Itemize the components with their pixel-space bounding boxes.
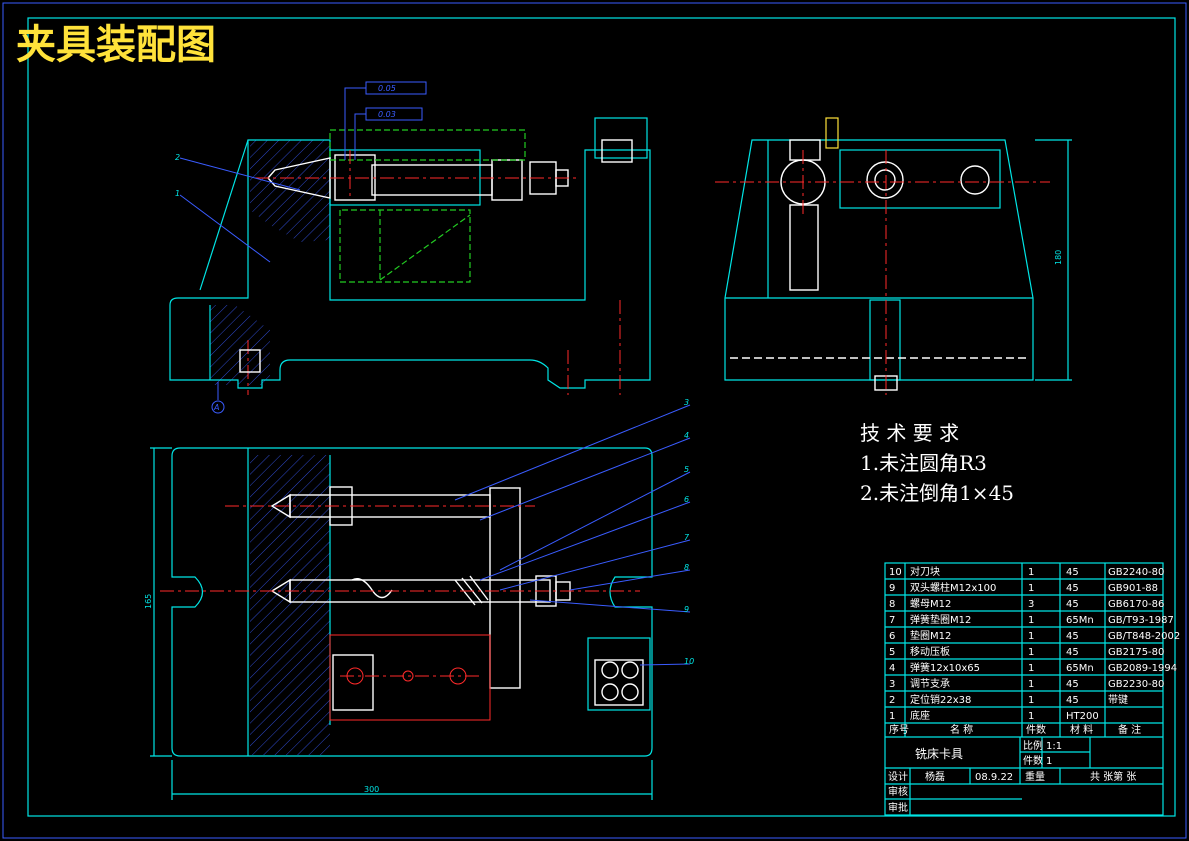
svg-text:1: 1 <box>1046 756 1052 767</box>
svg-text:8: 8 <box>684 563 689 572</box>
parts-cell-qty: 1 <box>1028 679 1034 690</box>
parts-cell-material: 45 <box>1066 695 1079 706</box>
parts-cell-name: 底座 <box>910 709 930 722</box>
parts-cell-qty: 1 <box>1028 631 1034 642</box>
svg-text:重量: 重量 <box>1025 770 1045 783</box>
parts-cell-name: 对刀块 <box>910 565 940 578</box>
plan-view: 3 4 5 6 7 8 9 10 165 300 <box>144 398 694 800</box>
parts-cell-note: GB2240-80 <box>1108 567 1164 578</box>
parts-cell-name: 移动压板 <box>910 645 950 658</box>
svg-text:300: 300 <box>364 785 379 794</box>
parts-cell-material: 65Mn <box>1066 615 1094 626</box>
parts-cell-no: 4 <box>889 663 895 674</box>
parts-cell-note: GB/T848-2002 <box>1108 631 1180 642</box>
svg-text:0.03: 0.03 <box>378 110 396 119</box>
parts-cell-qty: 1 <box>1028 567 1034 578</box>
parts-cell-material: 45 <box>1066 631 1079 642</box>
svg-text:设计: 设计 <box>888 770 908 783</box>
svg-text:2: 2 <box>175 153 180 162</box>
svg-text:4: 4 <box>684 431 689 440</box>
front-view: 0.05 0.03 2 1 A <box>169 81 651 414</box>
svg-text:7: 7 <box>684 533 690 542</box>
parts-cell-no: 5 <box>889 647 895 658</box>
side-view: 180 <box>715 117 1072 395</box>
parts-cell-note: GB2230-80 <box>1108 679 1164 690</box>
parts-cell-qty: 1 <box>1028 711 1034 722</box>
svg-text:6: 6 <box>684 495 689 504</box>
svg-text:1.未注圆角R3: 1.未注圆角R3 <box>860 451 987 475</box>
svg-text:杨磊: 杨磊 <box>925 770 945 783</box>
parts-cell-note: GB901-88 <box>1108 583 1158 594</box>
parts-cell-no: 9 <box>889 583 895 594</box>
svg-text:技 术 要 求: 技 术 要 求 <box>860 421 959 445</box>
parts-cell-material: 45 <box>1066 647 1079 658</box>
parts-cell-no: 8 <box>889 599 895 610</box>
drawing-title: 夹具装配图 <box>16 21 216 68</box>
svg-text:件数: 件数 <box>1026 723 1046 736</box>
parts-cell-qty: 1 <box>1028 615 1034 626</box>
parts-cell-name: 螺母M12 <box>910 598 951 610</box>
parts-cell-material: 45 <box>1066 583 1079 594</box>
parts-cell-note: GB6170-86 <box>1108 599 1164 610</box>
svg-text:9: 9 <box>684 605 689 614</box>
svg-text:共 张第 张: 共 张第 张 <box>1090 770 1136 783</box>
parts-cell-qty: 1 <box>1028 647 1034 658</box>
parts-cell-qty: 1 <box>1028 583 1034 594</box>
svg-text:件数: 件数 <box>1023 754 1043 767</box>
parts-cell-material: 45 <box>1066 567 1079 578</box>
svg-text:审核: 审核 <box>888 785 908 798</box>
parts-cell-material: 65Mn <box>1066 663 1094 674</box>
parts-cell-no: 10 <box>889 567 902 578</box>
svg-text:5: 5 <box>684 465 689 474</box>
svg-text:3: 3 <box>684 398 689 407</box>
svg-text:铣床卡具: 铣床卡具 <box>915 747 963 761</box>
svg-text:序号: 序号 <box>889 723 909 736</box>
parts-cell-no: 3 <box>889 679 895 690</box>
parts-cell-no: 6 <box>889 631 895 642</box>
svg-text:08.9.22: 08.9.22 <box>975 772 1013 783</box>
parts-cell-material: HT200 <box>1066 711 1099 722</box>
svg-text:1: 1 <box>175 189 180 198</box>
parts-cell-no: 1 <box>889 711 895 722</box>
svg-text:A: A <box>213 403 219 412</box>
svg-text:2.未注倒角1×45: 2.未注倒角1×45 <box>860 481 1014 505</box>
parts-cell-name: 弹簧垫圈M12 <box>910 613 971 626</box>
title-block: 铣床卡具 比例 1:1 件数 1 设计 杨磊 08.9.22 重量 共 张第 张… <box>885 736 1163 815</box>
parts-cell-qty: 1 <box>1028 695 1034 706</box>
parts-cell-note: GB2089-1994 <box>1108 663 1177 674</box>
svg-text:名 称: 名 称 <box>950 723 973 736</box>
parts-cell-name: 双头螺柱M12x100 <box>910 581 996 594</box>
parts-cell-name: 定位销22x38 <box>910 693 971 706</box>
parts-cell-material: 45 <box>1066 679 1079 690</box>
svg-text:10: 10 <box>684 657 694 666</box>
parts-cell-qty: 3 <box>1028 599 1034 610</box>
parts-cell-name: 弹簧12x10x65 <box>910 661 980 674</box>
svg-text:1:1: 1:1 <box>1046 741 1062 752</box>
parts-cell-name: 调节支承 <box>910 678 950 690</box>
parts-cell-no: 2 <box>889 695 895 706</box>
parts-cell-material: 45 <box>1066 599 1079 610</box>
svg-text:165: 165 <box>144 594 153 609</box>
parts-cell-name: 垫圈M12 <box>910 629 951 642</box>
parts-cell-note: GB/T93-1987 <box>1108 615 1174 626</box>
inner-frame <box>27 17 1176 817</box>
parts-cell-note: 带键 <box>1108 693 1128 706</box>
svg-text:比例: 比例 <box>1023 739 1043 752</box>
svg-text:材 料: 材 料 <box>1070 723 1093 736</box>
svg-text:审批: 审批 <box>888 801 908 814</box>
parts-cell-note: GB2175-80 <box>1108 647 1164 658</box>
svg-text:180: 180 <box>1054 250 1063 265</box>
svg-text:0.05: 0.05 <box>378 84 396 93</box>
tech-requirements: 技 术 要 求 1.未注圆角R3 2.未注倒角1×45 <box>860 421 1014 505</box>
parts-cell-no: 7 <box>889 615 895 626</box>
svg-text:备 注: 备 注 <box>1118 723 1141 736</box>
parts-cell-qty: 1 <box>1028 663 1034 674</box>
